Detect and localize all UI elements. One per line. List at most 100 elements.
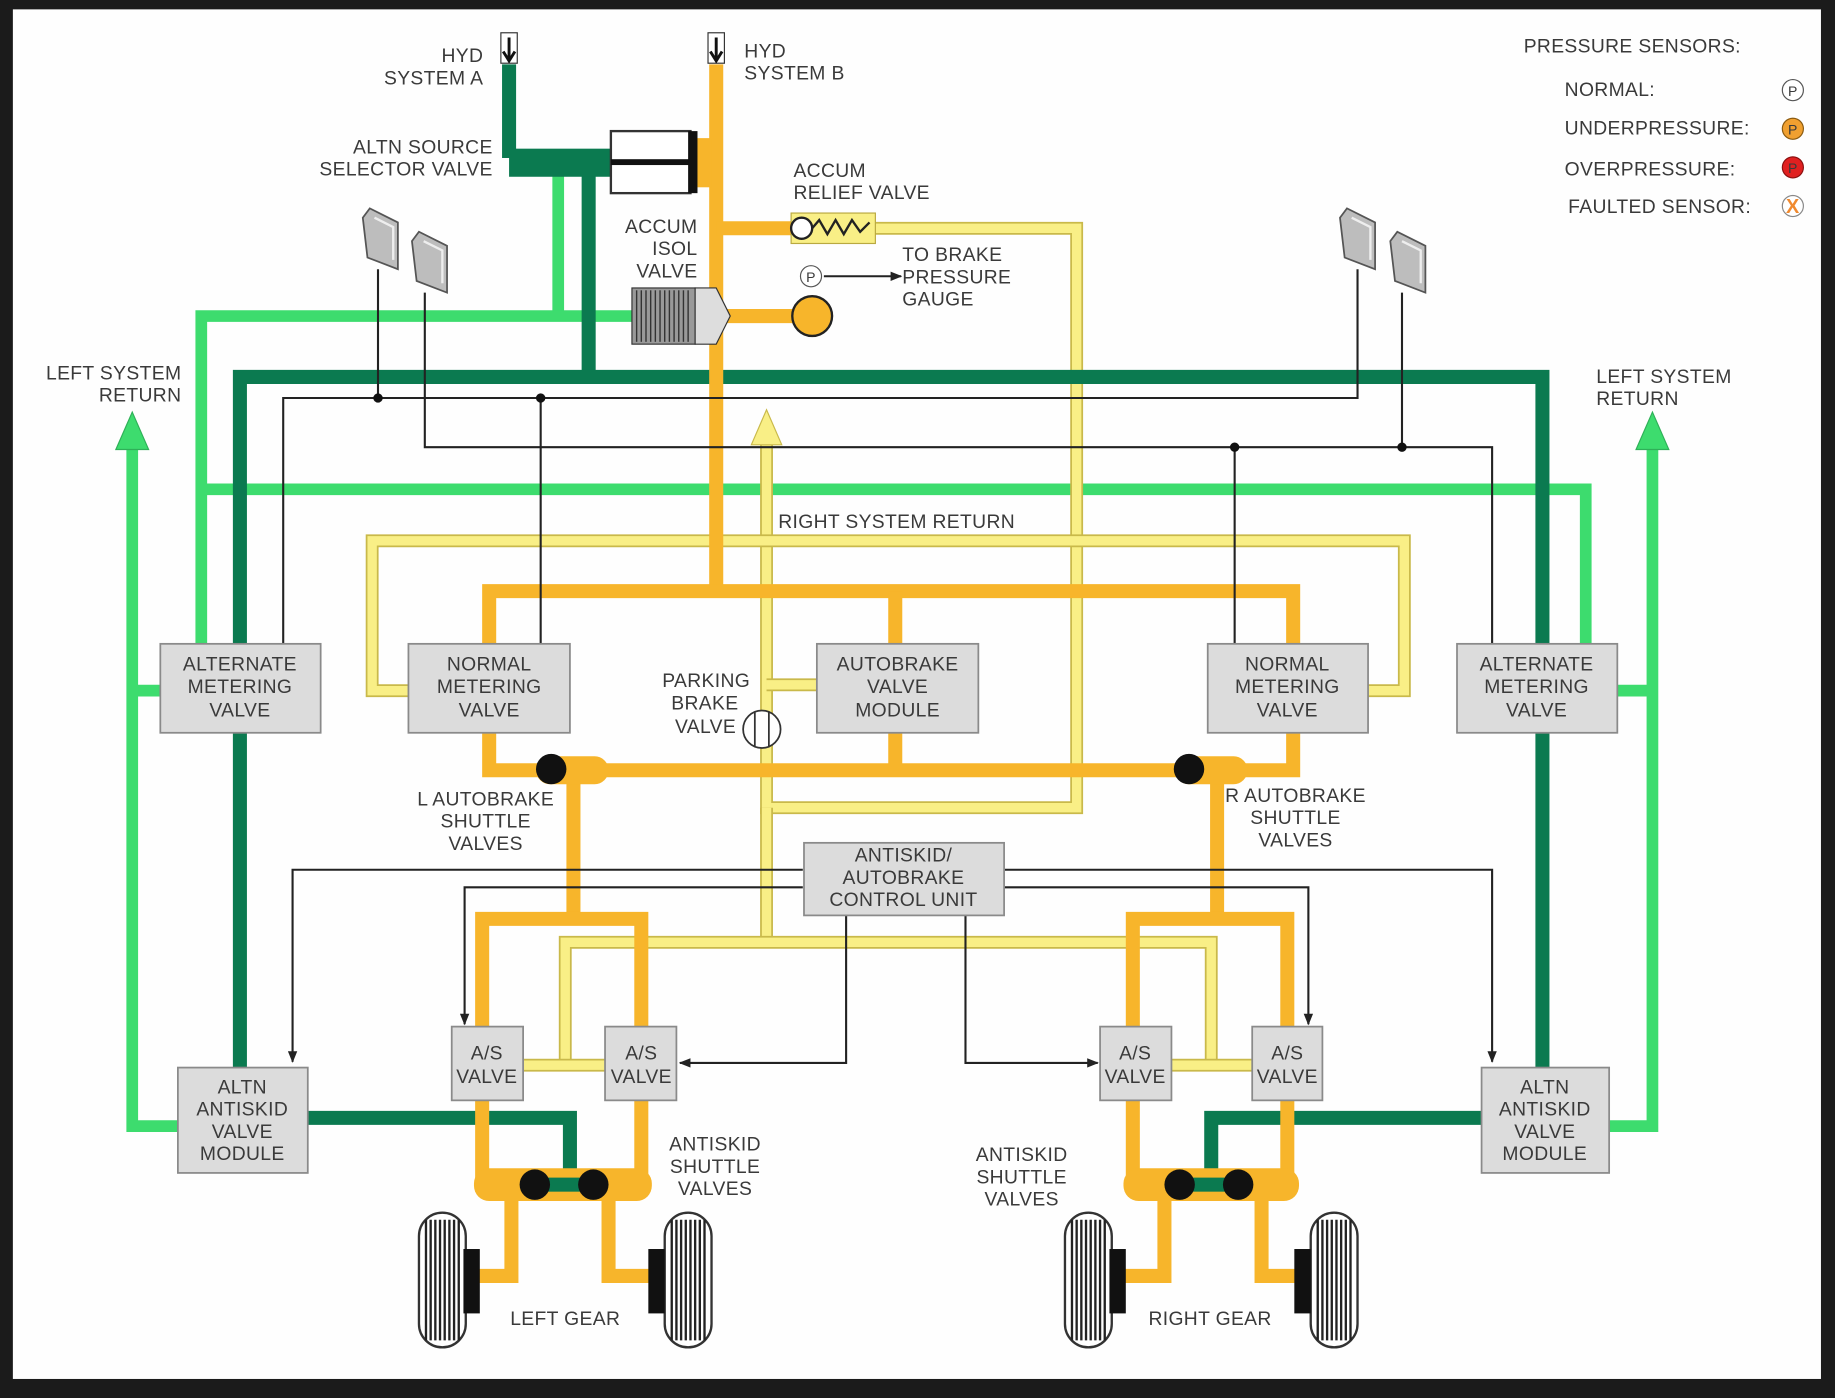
hyd-b-inlet-arrow-icon xyxy=(707,32,725,64)
system-b-pressure-line xyxy=(482,584,1301,644)
wheel-tire-icon xyxy=(1294,1211,1359,1349)
svg-text:X: X xyxy=(1786,196,1800,218)
system-b-pressure-line xyxy=(1125,911,1295,1027)
brake-unit xyxy=(1109,1249,1126,1314)
svg-text:P: P xyxy=(1788,122,1798,138)
accum-isol-valve xyxy=(631,287,731,345)
brake-pedal-icon xyxy=(1389,230,1427,294)
left-antiskid-shuttle-valves xyxy=(473,1168,652,1202)
brake-pedal-icon xyxy=(361,207,399,271)
svg-text:P: P xyxy=(806,269,816,285)
wheel-tire-icon xyxy=(648,1211,713,1349)
l-autobrake-shuttle-valve xyxy=(535,753,609,785)
return-line xyxy=(201,483,1592,644)
brake-pedal-icon xyxy=(411,230,448,294)
return-line xyxy=(126,444,178,1132)
sensor-normal-icon: P xyxy=(1781,79,1804,102)
wire-junction-dot xyxy=(373,393,383,403)
system-b-pressure-line xyxy=(475,911,649,1027)
brake-accumulator xyxy=(791,294,834,338)
brake-unit xyxy=(1294,1249,1311,1314)
brake-pressure-sensor-icon: P xyxy=(799,265,823,288)
svg-text:P: P xyxy=(1788,83,1798,99)
right-antiskid-shuttle-valves xyxy=(1123,1168,1300,1202)
control-signal-wire xyxy=(964,915,1099,1068)
parking-brake-valve xyxy=(742,709,782,749)
wire-junction-dot xyxy=(1229,442,1240,452)
svg-text:P: P xyxy=(1788,160,1798,176)
altn-source-selector-valve xyxy=(509,129,712,195)
legend-underpressure-label: UNDERPRESSURE: xyxy=(1565,119,1750,140)
wheel-tire-icon xyxy=(1063,1211,1126,1349)
legend-overpressure-label: OVERPRESSURE: xyxy=(1565,160,1736,181)
return-line xyxy=(195,310,632,644)
metered-pressure-line xyxy=(367,536,1410,696)
control-signal-wire xyxy=(678,915,848,1068)
legend-normal-label: NORMAL: xyxy=(1565,80,1655,101)
signal-wire xyxy=(423,292,1494,644)
wire-junction-dot xyxy=(535,393,546,403)
accum-relief-valve xyxy=(789,212,876,245)
brake-pedal-icon xyxy=(1339,207,1376,271)
control-signal-wire xyxy=(287,868,803,1063)
control-signal-wire xyxy=(1004,868,1497,1063)
pressure-sensor-legend: PRESSURE SENSORS: NORMAL: UNDERPRESSURE:… xyxy=(1524,37,1804,218)
control-signal-wire xyxy=(1004,886,1314,1026)
system-a-pressure-line xyxy=(1204,1110,1482,1180)
r-autobrake-shuttle-valve xyxy=(1173,753,1248,785)
brake-unit xyxy=(648,1249,665,1314)
metered-pressure-line xyxy=(560,937,1216,1060)
sensor-underpressure-icon: P xyxy=(1781,117,1804,140)
right-return-arrow-left-system-icon xyxy=(1635,410,1670,451)
signal-wire xyxy=(282,269,1359,644)
left-return-arrow-icon xyxy=(114,410,150,451)
legend-faulted-label: FAULTED SENSOR: xyxy=(1568,197,1751,218)
sensor-faulted-icon: X xyxy=(1781,194,1804,218)
legend-title: PRESSURE SENSORS: xyxy=(1524,37,1741,58)
hyd-a-inlet-arrow-icon xyxy=(500,32,518,64)
right-gear-label: RIGHT GEAR xyxy=(1148,1309,1271,1330)
right-system-return-arrow-icon xyxy=(750,408,783,446)
system-a-pressure-line xyxy=(307,1110,577,1180)
brake-unit xyxy=(463,1249,480,1314)
control-signal-wire xyxy=(459,886,803,1026)
left-gear-label: LEFT GEAR xyxy=(510,1309,620,1330)
sensor-overpressure-icon: P xyxy=(1781,156,1804,179)
